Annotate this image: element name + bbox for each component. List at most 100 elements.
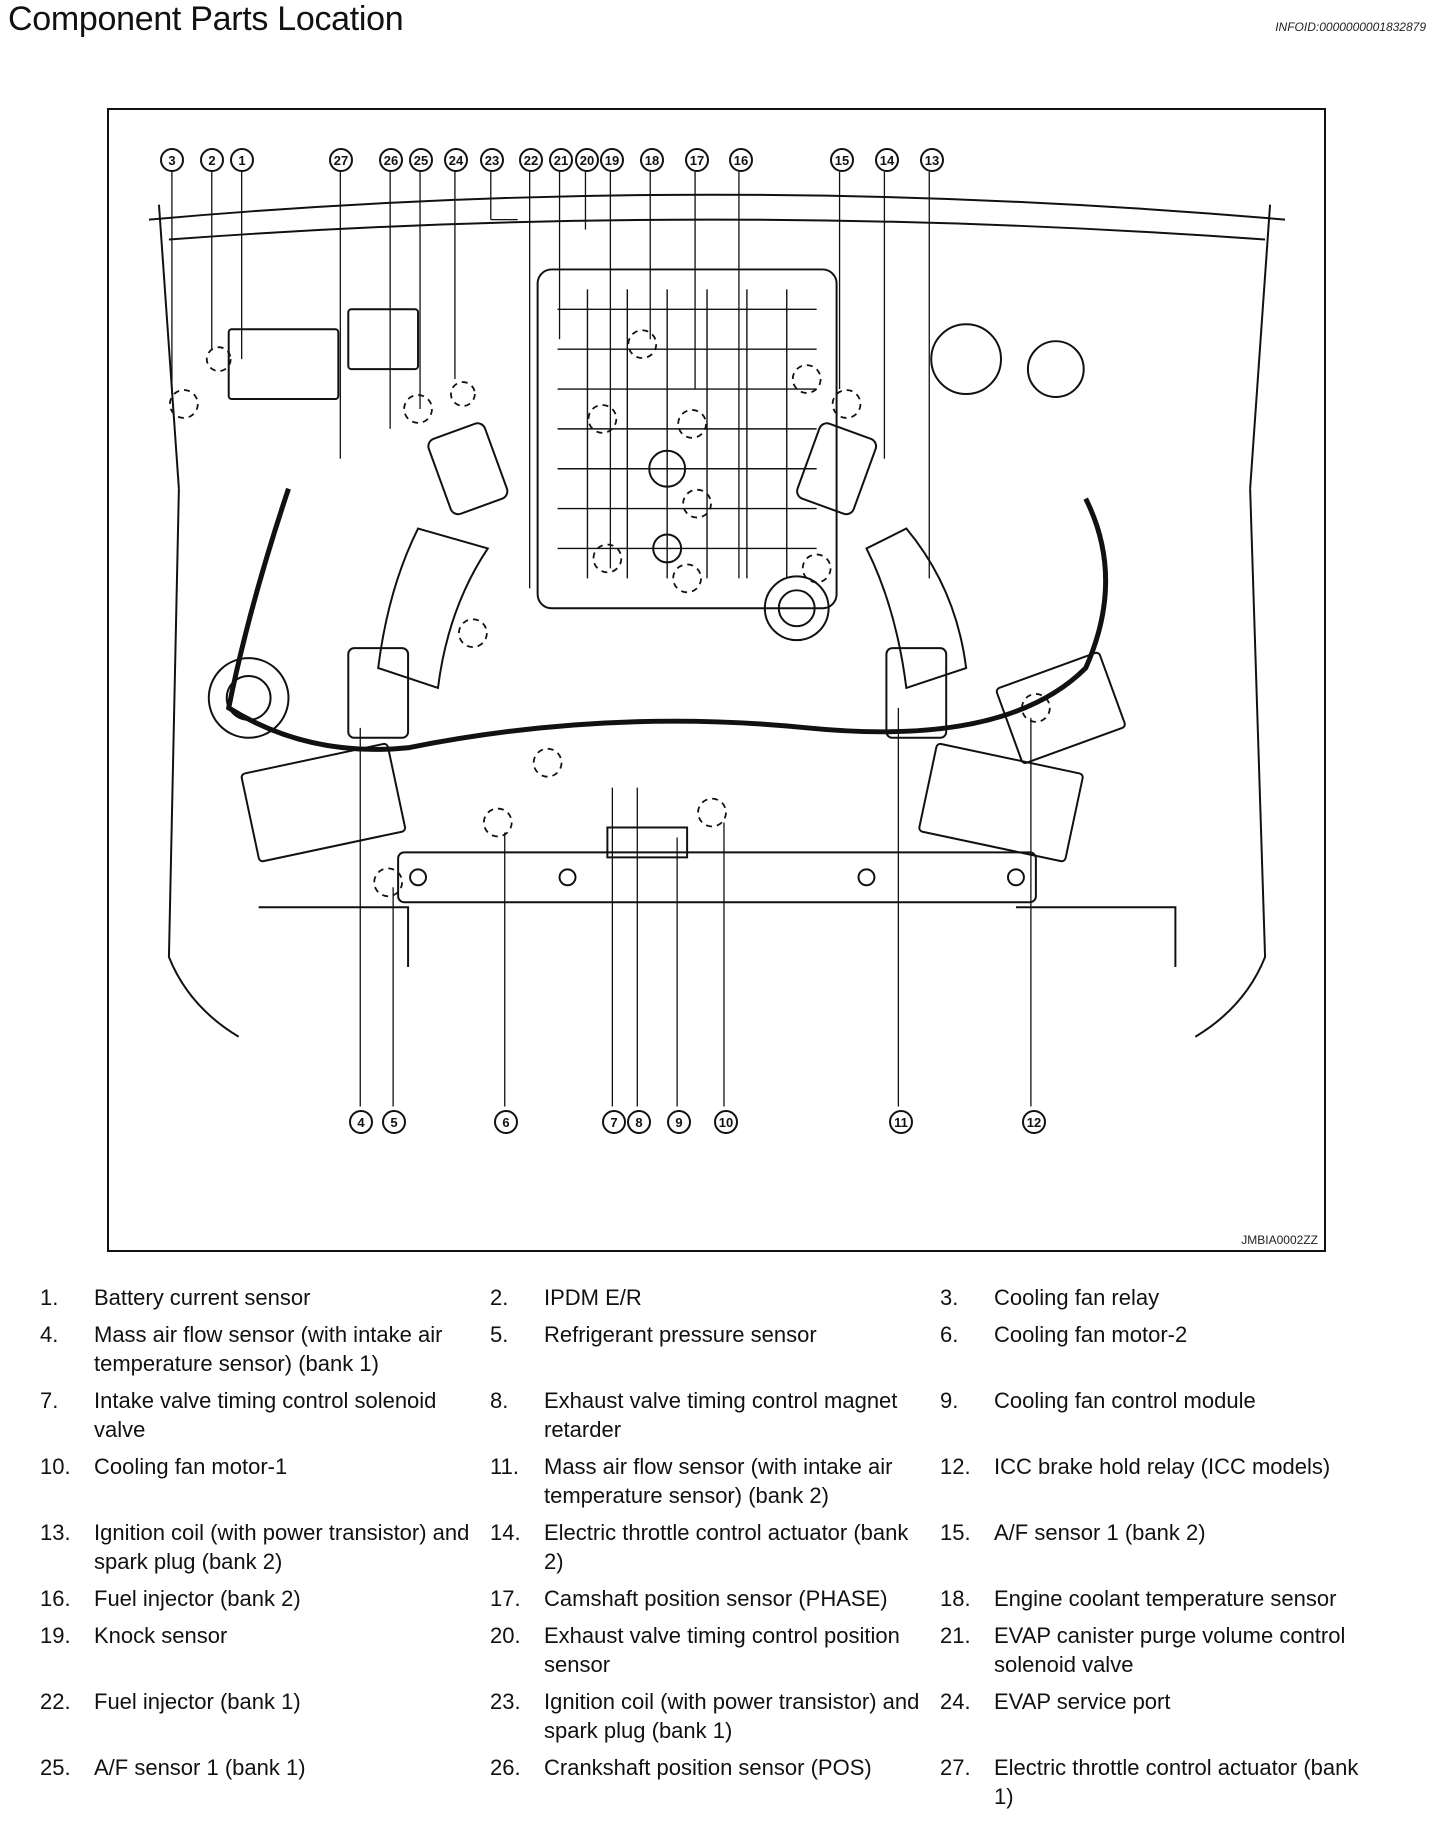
legend-row: 16. Fuel injector (bank 2) 17.Camshaft pos…: [40, 1584, 1420, 1621]
callout-16: 16: [729, 148, 753, 172]
legend-item-number: 12.: [940, 1454, 971, 1479]
legend-item: 21. EVAP canister purge volume control so…: [940, 1621, 1390, 1687]
legend-item-number: 10.: [40, 1454, 71, 1479]
legend-item-label: Exhaust valve timing control position se…: [544, 1623, 900, 1677]
legend-item-number: 3.: [940, 1285, 959, 1310]
legend-row: 13.Ignition coil (with power transistor)…: [40, 1518, 1420, 1584]
legend-item: 17.Camshaft position sensor (PHASE): [490, 1584, 940, 1621]
callout-1: 1: [230, 148, 254, 172]
callout-20: 20: [575, 148, 599, 172]
callout-13: 13: [920, 148, 944, 172]
figure-code: JMBIA0002ZZ: [1241, 1233, 1318, 1247]
callout-5: 5: [382, 1110, 406, 1134]
legend-item-label: Mass air flow sensor (with intake air te…: [544, 1454, 893, 1508]
callout-24: 24: [444, 148, 468, 172]
legend-item: 3. Cooling fan relay: [940, 1283, 1390, 1320]
legend-row: 22. Fuel injector (bank 1) 23. Ignition coi…: [40, 1687, 1420, 1753]
legend-item-label: EVAP service port: [994, 1689, 1171, 1714]
legend-item: 22. Fuel injector (bank 1): [40, 1687, 490, 1753]
legend-item-number: 4.: [40, 1322, 59, 1347]
legend-item-number: 6.: [940, 1322, 959, 1347]
callout-17: 17: [685, 148, 709, 172]
legend-item-label: Fuel injector (bank 2): [94, 1586, 301, 1611]
legend-item-number: 19.: [40, 1623, 71, 1648]
legend-item-number: 1.: [40, 1285, 59, 1310]
legend-item: 12. ICC brake hold relay (ICC models): [940, 1452, 1390, 1518]
legend-item-label: Crankshaft position sensor (POS): [544, 1755, 872, 1780]
legend-item: 4. Mass air flow sensor (with intake air …: [40, 1320, 490, 1386]
engine-diagram: 3 2 1 27 26 25 24 23 22 21 20 19 18 17 1…: [107, 108, 1326, 1252]
callout-18: 18: [640, 148, 664, 172]
legend-item: 23. Ignition coil (with power transistor)…: [490, 1687, 940, 1753]
callout-8: 8: [627, 1110, 651, 1134]
callout-19: 19: [600, 148, 624, 172]
callout-11: 11: [889, 1110, 913, 1134]
legend-item: 7. Intake valve timing control solenoid v…: [40, 1386, 490, 1452]
legend-item-number: 20.: [490, 1623, 521, 1648]
legend-item-label: Fuel injector (bank 1): [94, 1689, 301, 1714]
callout-22: 22: [519, 148, 543, 172]
legend-item-label: Knock sensor: [94, 1623, 228, 1648]
legend-item-number: 14.: [490, 1520, 521, 1545]
legend-item-label: Ignition coil (with power transistor) an…: [544, 1689, 920, 1743]
legend-item-number: 26.: [490, 1755, 521, 1780]
legend-item-number: 27.: [940, 1755, 971, 1780]
legend-item-number: 22.: [40, 1689, 71, 1714]
legend-item-number: 2.: [490, 1285, 509, 1310]
legend-item-number: 21.: [940, 1623, 971, 1648]
legend-item: 26. Crankshaft position sensor (POS): [490, 1753, 940, 1790]
legend-item-label: Intake valve timing control solenoid val…: [94, 1388, 437, 1442]
legend-item: 8.Exhaust valve timing control magnet re…: [490, 1386, 940, 1452]
callout-6: 6: [494, 1110, 518, 1134]
legend-item: 11. Mass air flow sensor (with intake air…: [490, 1452, 940, 1518]
legend-item: 25. A/F sensor 1 (bank 1): [40, 1753, 490, 1790]
legend-item-number: 18.: [940, 1586, 971, 1611]
legend-item-number: 25.: [40, 1755, 71, 1780]
legend-item: 27. Electric throttle control actuator (b…: [940, 1753, 1390, 1809]
legend-item-label: A/F sensor 1 (bank 1): [94, 1755, 306, 1780]
legend-item-number: 7.: [40, 1388, 59, 1413]
engine-illustration: [148, 171, 1286, 1107]
callout-12: 12: [1022, 1110, 1046, 1134]
legend-item-number: 11.: [490, 1454, 519, 1479]
legend-item-number: 16.: [40, 1586, 71, 1611]
legend-item-number: 23.: [490, 1689, 521, 1714]
callout-7: 7: [602, 1110, 626, 1134]
legend-item-label: Exhaust valve timing control magnet reta…: [544, 1388, 898, 1442]
legend-item: 24. EVAP service port: [940, 1687, 1390, 1753]
legend-item-label: ICC brake hold relay (ICC models): [994, 1454, 1331, 1479]
info-id: INFOID:0000000001832879: [1275, 20, 1426, 34]
legend-item: 2.IPDM E/R: [490, 1283, 940, 1320]
legend-item-label: A/F sensor 1 (bank 2): [994, 1520, 1206, 1545]
legend-item-label: Cooling fan control module: [994, 1388, 1256, 1413]
callout-26: 26: [379, 148, 403, 172]
legend-item: 1. Battery current sensor: [40, 1283, 490, 1320]
legend-item: 19. Knock sensor: [40, 1621, 490, 1687]
legend-item-label: Engine coolant temperature sensor: [994, 1586, 1337, 1611]
callout-23: 23: [480, 148, 504, 172]
callout-21: 21: [549, 148, 573, 172]
legend-item-label: Ignition coil (with power transistor) an…: [94, 1520, 470, 1574]
legend-item-number: 24.: [940, 1689, 971, 1714]
legend-item-number: 9.: [940, 1388, 959, 1413]
legend-item-label: Camshaft position sensor (PHASE): [544, 1586, 888, 1611]
callout-4: 4: [349, 1110, 373, 1134]
callout-14: 14: [875, 148, 899, 172]
page-title: Component Parts Location: [8, 0, 404, 38]
legend-item: 16. Fuel injector (bank 2): [40, 1584, 490, 1621]
callout-15: 15: [830, 148, 854, 172]
legend-item-label: Cooling fan motor-2: [994, 1322, 1188, 1347]
callout-2: 2: [200, 148, 224, 172]
legend-item-label: Electric throttle control actuator (bank…: [544, 1520, 909, 1574]
legend-item-label: Electric throttle control actuator (bank…: [994, 1755, 1359, 1809]
callout-10: 10: [714, 1110, 738, 1134]
legend-item-label: Cooling fan relay: [994, 1285, 1160, 1310]
callout-27: 27: [329, 148, 353, 172]
legend-item-label: EVAP canister purge volume control solen…: [994, 1623, 1346, 1677]
legend-row: 7. Intake valve timing control solenoid v…: [40, 1386, 1420, 1452]
legend-item-label: Mass air flow sensor (with intake air te…: [94, 1322, 443, 1376]
legend-item-label: Battery current sensor: [94, 1285, 311, 1310]
legend-item: 20. Exhaust valve timing control position…: [490, 1621, 940, 1687]
